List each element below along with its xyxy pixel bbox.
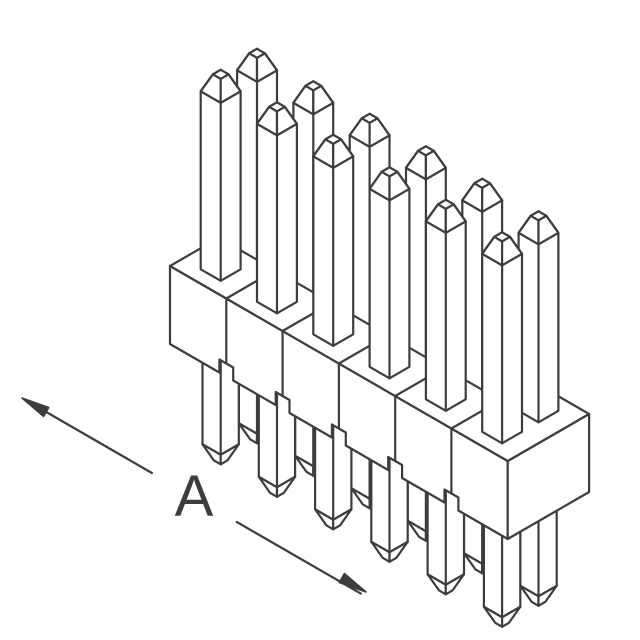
bottom-pin-front-1-facet-right [219, 443, 240, 466]
bottom-pin-front-3-facet-right [332, 508, 353, 531]
top-pin-back-3-tip-face [360, 112, 379, 124]
dimension-arrowhead-right [338, 572, 367, 593]
bottom-pin-front-2-facet-right [275, 475, 297, 498]
top-pin-front-1-tip-face [211, 68, 230, 80]
top-pin-back-5-tip-face [473, 177, 492, 189]
bottom-pin-back-6-facet-right [537, 584, 558, 607]
top-pin-back-1-tip-face [248, 47, 266, 59]
bottom-pin-front-5-facet-right [444, 573, 466, 596]
dimension-label: A [175, 464, 214, 529]
top-pin-front-2-tip-face [268, 101, 286, 113]
dimension-line-upper [26, 399, 153, 475]
top-pin-front-5-tip-face [436, 198, 455, 210]
top-pin-front-3-tip-face [324, 133, 343, 145]
top-pin-back-4-tip-face [417, 145, 435, 157]
bottom-pin-front-6-facet-right [501, 605, 522, 628]
top-pin-back-2-tip-face [304, 80, 323, 92]
top-pin-front-4-tip-face [380, 166, 399, 178]
dimension-arrowhead-left [21, 397, 50, 418]
top-pin-front-6-tip-face [493, 231, 511, 243]
top-pin-back-6-tip-face [529, 210, 548, 222]
bottom-pin-front-4-facet-right [388, 540, 409, 563]
drawing-geometry [21, 47, 591, 628]
